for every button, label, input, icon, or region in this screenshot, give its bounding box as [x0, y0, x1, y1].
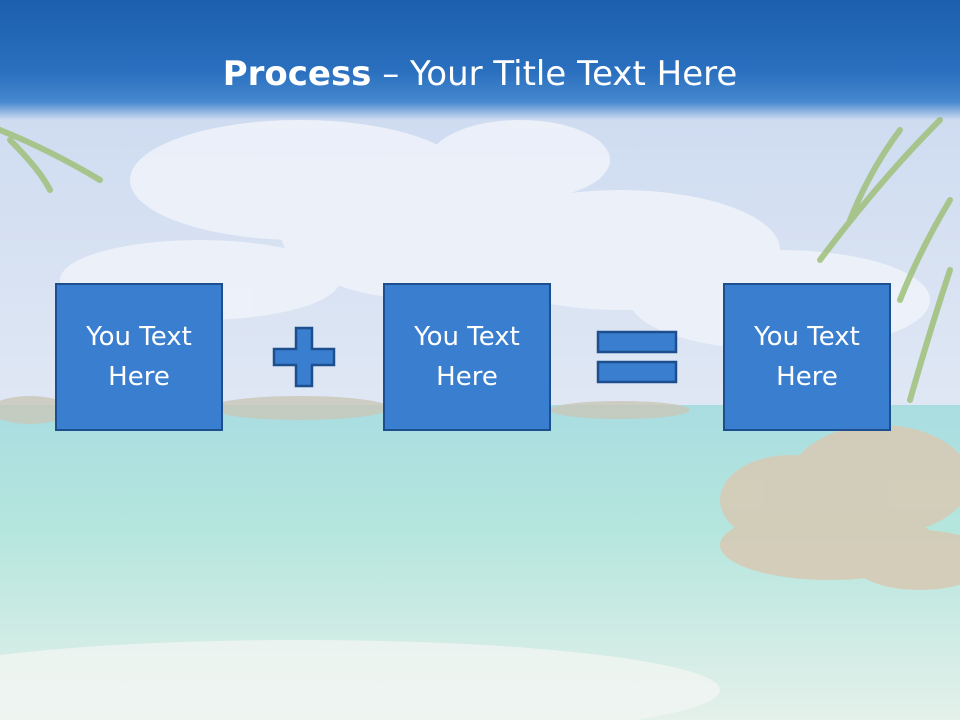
plus-icon: [272, 326, 336, 388]
equals-icon: [596, 330, 678, 384]
slide-title: Process – Your Title Text Here: [0, 54, 960, 94]
process-box-1: You Text Here: [55, 283, 223, 431]
title-band: [0, 0, 960, 120]
process-box-3: You Text Here: [723, 283, 891, 431]
process-box-3-text: You Text Here: [754, 322, 860, 392]
title-rest: – Your Title Text Here: [371, 54, 738, 94]
process-box-1-text: You Text Here: [86, 322, 192, 392]
title-bold: Process: [222, 54, 372, 94]
process-box-2: You Text Here: [383, 283, 551, 431]
process-box-2-text: You Text Here: [414, 322, 520, 392]
